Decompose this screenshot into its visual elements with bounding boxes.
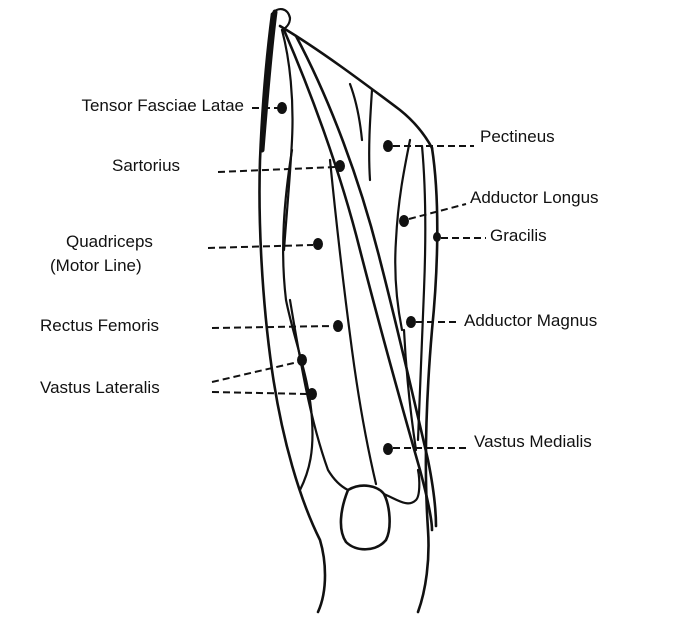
label-vastus-lateralis: Vastus Lateralis xyxy=(40,378,160,397)
label-pectineus: Pectineus xyxy=(480,127,555,146)
label-rectus-femoris: Rectus Femoris xyxy=(40,316,159,335)
vastus-medialis-lower-border xyxy=(384,470,419,503)
motor-point-rectus-femoris xyxy=(333,320,343,332)
label-vastus-medialis: Vastus Medialis xyxy=(474,432,592,451)
leader-sartorius xyxy=(218,167,336,172)
sartorius-lateral-border xyxy=(284,30,432,530)
label-quadriceps-line1: Quadriceps xyxy=(66,232,153,251)
label-adductor-magnus: Adductor Magnus xyxy=(464,311,597,330)
inguinal-border xyxy=(280,26,432,148)
motor-point-tensor-fasciae-latae xyxy=(277,102,287,114)
motor-point-pectineus xyxy=(383,140,393,152)
motor-point-vastus-lateralis-upper xyxy=(297,354,307,366)
motor-point-quadriceps xyxy=(313,238,323,250)
motor-point-gracilis xyxy=(433,232,441,242)
leader-rectus-femoris xyxy=(212,326,333,328)
pectineus-border xyxy=(350,84,362,140)
label-sartorius: Sartorius xyxy=(112,156,180,175)
adductor-longus-medial-border xyxy=(395,140,410,330)
leader-vastus-lateralis-lower xyxy=(212,392,307,394)
motor-point-vastus-lateralis-lower xyxy=(307,388,317,400)
patella-outline xyxy=(341,486,390,550)
label-quadriceps-line2: (Motor Line) xyxy=(50,256,142,275)
motor-point-sartorius xyxy=(335,160,345,172)
label-adductor-longus: Adductor Longus xyxy=(470,188,599,207)
motor-point-adductor-magnus xyxy=(406,316,416,328)
labels: Tensor Fasciae Latae Sartorius Quadricep… xyxy=(40,96,599,451)
gracilis-lateral-border xyxy=(418,146,425,440)
leader-lines xyxy=(208,108,486,448)
adductor-longus-border xyxy=(369,90,372,180)
label-tensor-fasciae-latae: Tensor Fasciae Latae xyxy=(81,96,244,115)
thigh-illustration xyxy=(260,9,438,612)
label-gracilis: Gracilis xyxy=(490,226,547,245)
motor-point-adductor-longus xyxy=(399,215,409,227)
motor-point-vastus-medialis xyxy=(383,443,393,455)
leader-vastus-lateralis-upper xyxy=(212,362,298,382)
